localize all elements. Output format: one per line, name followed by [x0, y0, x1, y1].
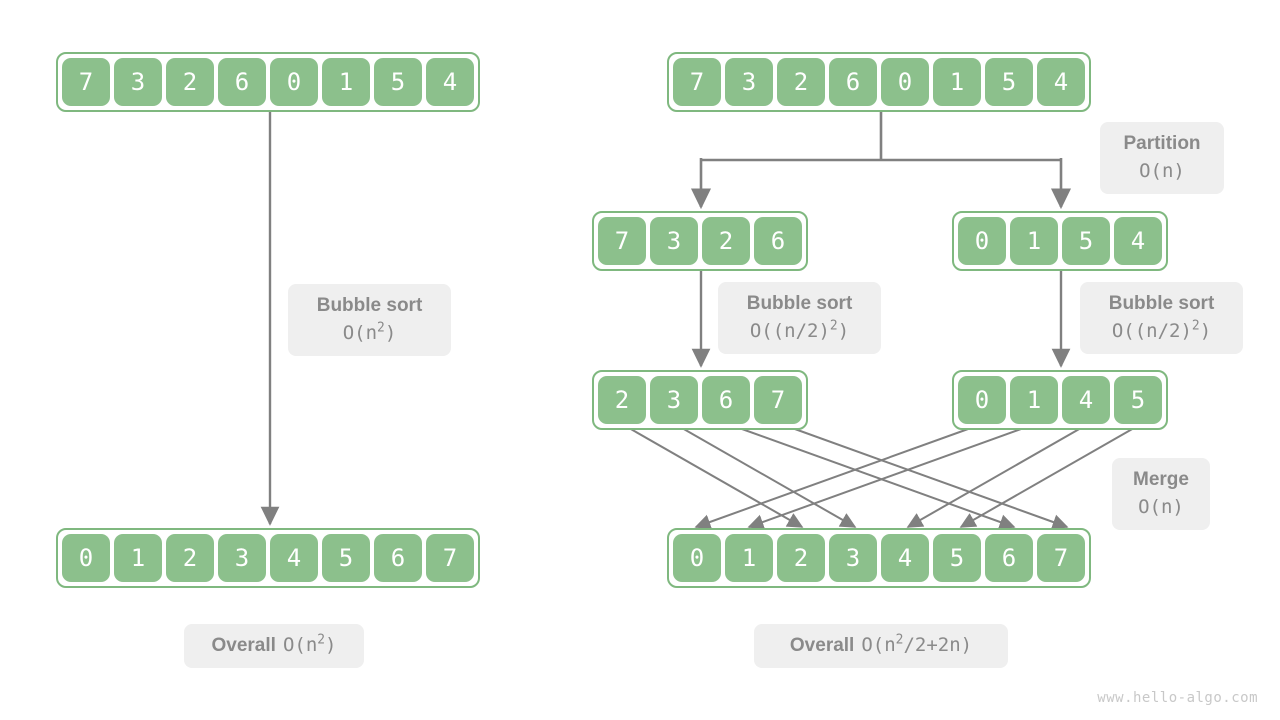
- note-title: Overall: [211, 635, 276, 657]
- array-cell: 7: [426, 534, 474, 582]
- array-cell: 5: [933, 534, 981, 582]
- array-cell: 2: [702, 217, 750, 265]
- note-complexity: O(n2/2+2n): [861, 632, 973, 657]
- array-cell: 4: [426, 58, 474, 106]
- array-cell: 6: [702, 376, 750, 424]
- arrow-merge-left-0: [621, 423, 804, 528]
- array-cell: 0: [958, 376, 1006, 424]
- array-cell: 6: [754, 217, 802, 265]
- watermark: www.hello-algo.com: [1097, 690, 1258, 706]
- array-cell: 2: [166, 58, 214, 106]
- array-cell: 6: [218, 58, 266, 106]
- array-cell: 0: [881, 58, 929, 106]
- note-title: Overall: [789, 635, 855, 657]
- array-cell: 4: [881, 534, 929, 582]
- array-cell: 1: [933, 58, 981, 106]
- array-cell: 5: [1114, 376, 1162, 424]
- array-cell: 2: [777, 534, 825, 582]
- note-title: Bubble sort: [1108, 293, 1215, 315]
- array-cell: 7: [1037, 534, 1085, 582]
- array-cell: 1: [1010, 217, 1058, 265]
- note-bubble-sort-right-half: Bubble sort O((n/2)2): [1080, 282, 1243, 354]
- array-cell: 4: [270, 534, 318, 582]
- array-cell: 3: [650, 217, 698, 265]
- array-cell: 3: [218, 534, 266, 582]
- array-cell: 0: [958, 217, 1006, 265]
- note-title: Merge: [1133, 469, 1189, 491]
- array-cell: 4: [1062, 376, 1110, 424]
- note-complexity: O(n2): [282, 632, 337, 657]
- array-cell: 1: [114, 534, 162, 582]
- arrow-merge-right-1: [747, 423, 1036, 530]
- note-title: Bubble sort: [746, 293, 853, 315]
- array-cell: 4: [1114, 217, 1162, 265]
- array-cell: 3: [725, 58, 773, 106]
- array-cell: 7: [754, 376, 802, 424]
- note-complexity: O(n): [1139, 160, 1185, 182]
- arrow-merge-left-1: [674, 423, 857, 528]
- arrow-merge-right-2: [906, 423, 1089, 528]
- array-cell: 4: [1037, 58, 1085, 106]
- note-complexity: O(n): [1138, 496, 1184, 518]
- array-cell: 6: [829, 58, 877, 106]
- array-cell: 2: [166, 534, 214, 582]
- array-cell: 0: [270, 58, 318, 106]
- note-partition: Partition O(n): [1100, 122, 1224, 194]
- array-cell: 3: [114, 58, 162, 106]
- array-cell: 7: [598, 217, 646, 265]
- array-cell: 5: [1062, 217, 1110, 265]
- array-cell: 5: [322, 534, 370, 582]
- note-overall-right: Overall O(n2/2+2n): [754, 624, 1008, 668]
- array-cell: 0: [673, 534, 721, 582]
- array-cell: 6: [985, 534, 1033, 582]
- arrow-merge-left-2: [727, 423, 1016, 530]
- array-cell: 3: [829, 534, 877, 582]
- array-cell: 0: [62, 534, 110, 582]
- array-cell: 5: [985, 58, 1033, 106]
- array-cell: 7: [62, 58, 110, 106]
- array-cell: 6: [374, 534, 422, 582]
- array-cell: 1: [322, 58, 370, 106]
- note-overall-left: Overall O(n2): [184, 624, 364, 668]
- array-cell: 2: [777, 58, 825, 106]
- note-complexity: O((n/2)2): [749, 318, 850, 342]
- arrow-merge-right-0: [694, 423, 983, 530]
- array-cell: 7: [673, 58, 721, 106]
- note-complexity: O((n/2)2): [1111, 318, 1212, 342]
- note-merge: Merge O(n): [1112, 458, 1210, 530]
- array-cell: 1: [1010, 376, 1058, 424]
- array-cell: 1: [725, 534, 773, 582]
- array-cell: 3: [650, 376, 698, 424]
- array-cell: 2: [598, 376, 646, 424]
- arrow-merge-left-3: [780, 423, 1069, 530]
- note-title: Bubble sort: [316, 295, 423, 317]
- note-complexity: O(n2): [342, 320, 397, 344]
- note-title: Partition: [1123, 133, 1201, 155]
- note-bubble-sort-left: Bubble sort O(n2): [288, 284, 451, 356]
- note-bubble-sort-left-half: Bubble sort O((n/2)2): [718, 282, 881, 354]
- array-cell: 5: [374, 58, 422, 106]
